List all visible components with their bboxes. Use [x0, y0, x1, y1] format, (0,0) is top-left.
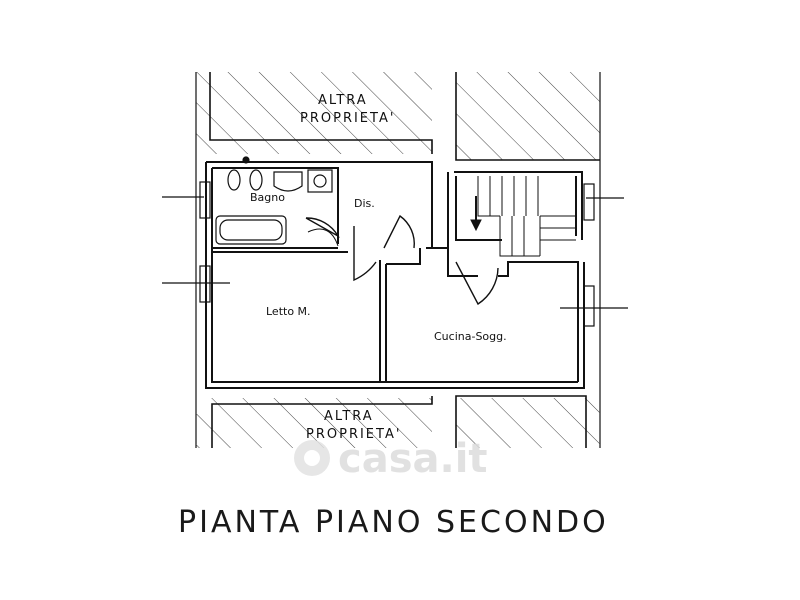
watermark-text: casa.it: [338, 436, 488, 482]
neighbor-top-label-line2: PROPRIETA': [300, 111, 395, 126]
room-label-master-bedroom: Letto M.: [266, 305, 311, 318]
neighbor-property-bottom: [196, 395, 600, 448]
door-swings: [305, 214, 499, 306]
window-marks: [162, 181, 628, 327]
neighbor-bottom-label-line2: PROPRIETA': [306, 427, 401, 442]
plan-title: PIANTA PIANO SECONDO: [178, 505, 609, 540]
neighbor-property-top: [195, 72, 601, 448]
bathroom-fixtures: [215, 156, 333, 245]
neighbor-top-label-line1: ALTRA: [318, 93, 368, 108]
neighbor-bottom-label-line1: ALTRA: [324, 409, 374, 424]
room-label-bathroom: Bagno: [250, 191, 285, 204]
watermark: casa.it: [294, 436, 488, 482]
staircase: [470, 176, 576, 257]
room-label-hallway: Dis.: [354, 197, 375, 210]
room-label-kitchen-living: Cucina-Sogg.: [434, 330, 507, 343]
